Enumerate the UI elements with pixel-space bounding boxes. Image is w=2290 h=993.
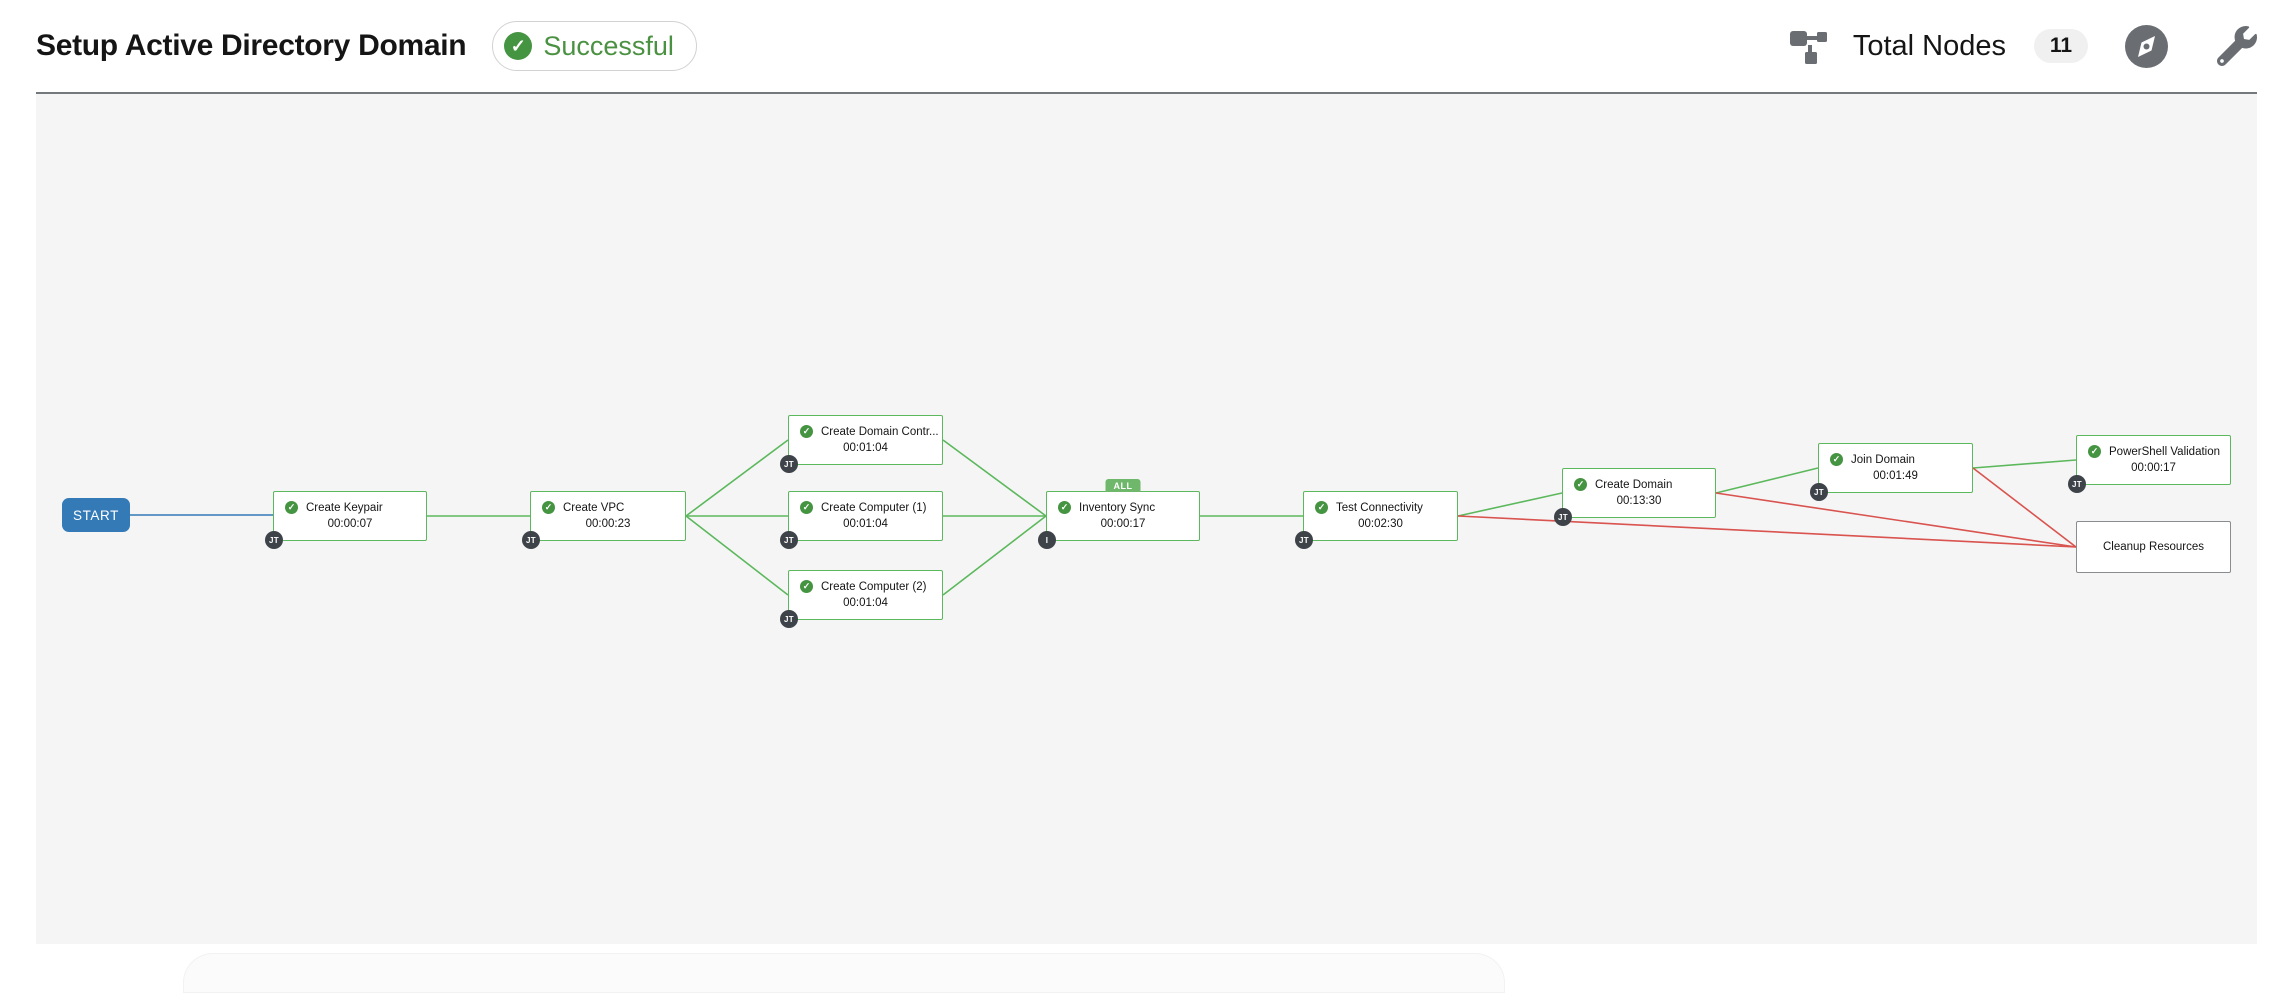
node-label: Create Computer (1) [821,501,927,514]
node-elapsed-time: 00:02:30 [1358,518,1403,530]
node-type-badge: JT [265,531,283,549]
node-success-check-icon: ✓ [285,501,298,514]
node-title-row: ✓ Create Domain Contr... [789,416,942,438]
check-circle-icon: ✓ [504,32,533,60]
node-title-row: ✓ Join Domain [1819,444,1972,466]
node-type-badge: JT [522,531,540,549]
node-label: Create Keypair [306,501,383,514]
header-toolbar: Total Nodes 11 [1788,24,2257,69]
node-success-check-icon: ✓ [542,501,555,514]
node-type-badge: JT [1295,531,1313,549]
node-title-row: ✓ Create VPC [531,492,685,514]
node-title-row: ✓ Create Computer (2) [789,571,942,593]
node-success-check-icon: ✓ [800,425,813,438]
node-success-check-icon: ✓ [800,501,813,514]
node-label: Test Connectivity [1336,501,1423,514]
node-elapsed-time: 00:01:04 [843,597,888,609]
node-type-badge: JT [780,455,798,473]
node-elapsed-time: 00:00:17 [2131,462,2176,474]
node-label: Create Domain Contr... [821,425,939,438]
node-success-check-icon: ✓ [800,580,813,593]
node-title-row: ✓ Create Domain [1563,469,1715,491]
node-elapsed-time: 00:13:30 [1616,495,1662,507]
node-type-badge: JT [1810,483,1828,501]
node-success-check-icon: ✓ [1058,501,1071,514]
node-type-badge: JT [780,531,798,549]
status-label: Successful [543,30,674,61]
page-title: Setup Active Directory Domain [36,29,467,62]
node-elapsed-time: 00:00:17 [1100,518,1146,530]
node-title-row: ✓ PowerShell Validation [2077,436,2230,458]
node-success-check-icon: ✓ [1830,453,1843,466]
header-divider [36,92,2257,94]
node-title-row: ✓ Create Keypair [274,492,426,514]
header-left: Setup Active Directory Domain ✓ Successf… [36,21,697,71]
wrench-icon[interactable] [2217,26,2257,66]
node-type-badge: JT [2068,475,2086,493]
header: Setup Active Directory Domain ✓ Successf… [36,0,2257,92]
node-label: Join Domain [1851,453,1915,466]
node-label: Create Domain [1595,478,1673,491]
start-node[interactable]: START [62,498,130,532]
topology-icon [1788,25,1829,67]
node-title-row: ✓ Test Connectivity [1304,492,1457,514]
convergence-all-tab: ALL [1105,478,1141,492]
node-elapsed-time: 00:01:04 [843,518,888,530]
node-elapsed-time: 00:01:04 [843,442,888,454]
total-nodes-count: 11 [2034,29,2088,63]
total-nodes-label: Total Nodes [1852,29,2006,62]
node-label: Create Computer (2) [821,580,927,593]
node-label: Create VPC [563,501,625,514]
node-label: Inventory Sync [1079,501,1156,514]
node-elapsed-time: 00:00:23 [585,518,631,530]
node-title-row: ✓ Create Computer (1) [789,492,942,514]
node-success-check-icon: ✓ [1315,501,1328,514]
node-label: Cleanup Resources [2102,541,2204,553]
compass-icon[interactable] [2124,24,2169,69]
node-type-badge: JT [780,610,798,628]
workflow-node-cleanup-resources[interactable]: Cleanup Resources [2076,521,2231,573]
node-success-check-icon: ✓ [1574,478,1587,491]
status-badge: ✓ Successful [492,21,697,71]
node-elapsed-time: 00:00:07 [327,518,373,530]
node-label: PowerShell Validation [2109,445,2221,458]
node-success-check-icon: ✓ [2088,445,2101,458]
bottom-sheet-edge [183,953,1505,993]
node-type-badge: JT [1554,508,1572,526]
node-elapsed-time: 00:01:49 [1873,470,1918,482]
node-title-row: ✓ Inventory Sync [1047,492,1199,514]
node-type-badge: I [1038,531,1056,549]
